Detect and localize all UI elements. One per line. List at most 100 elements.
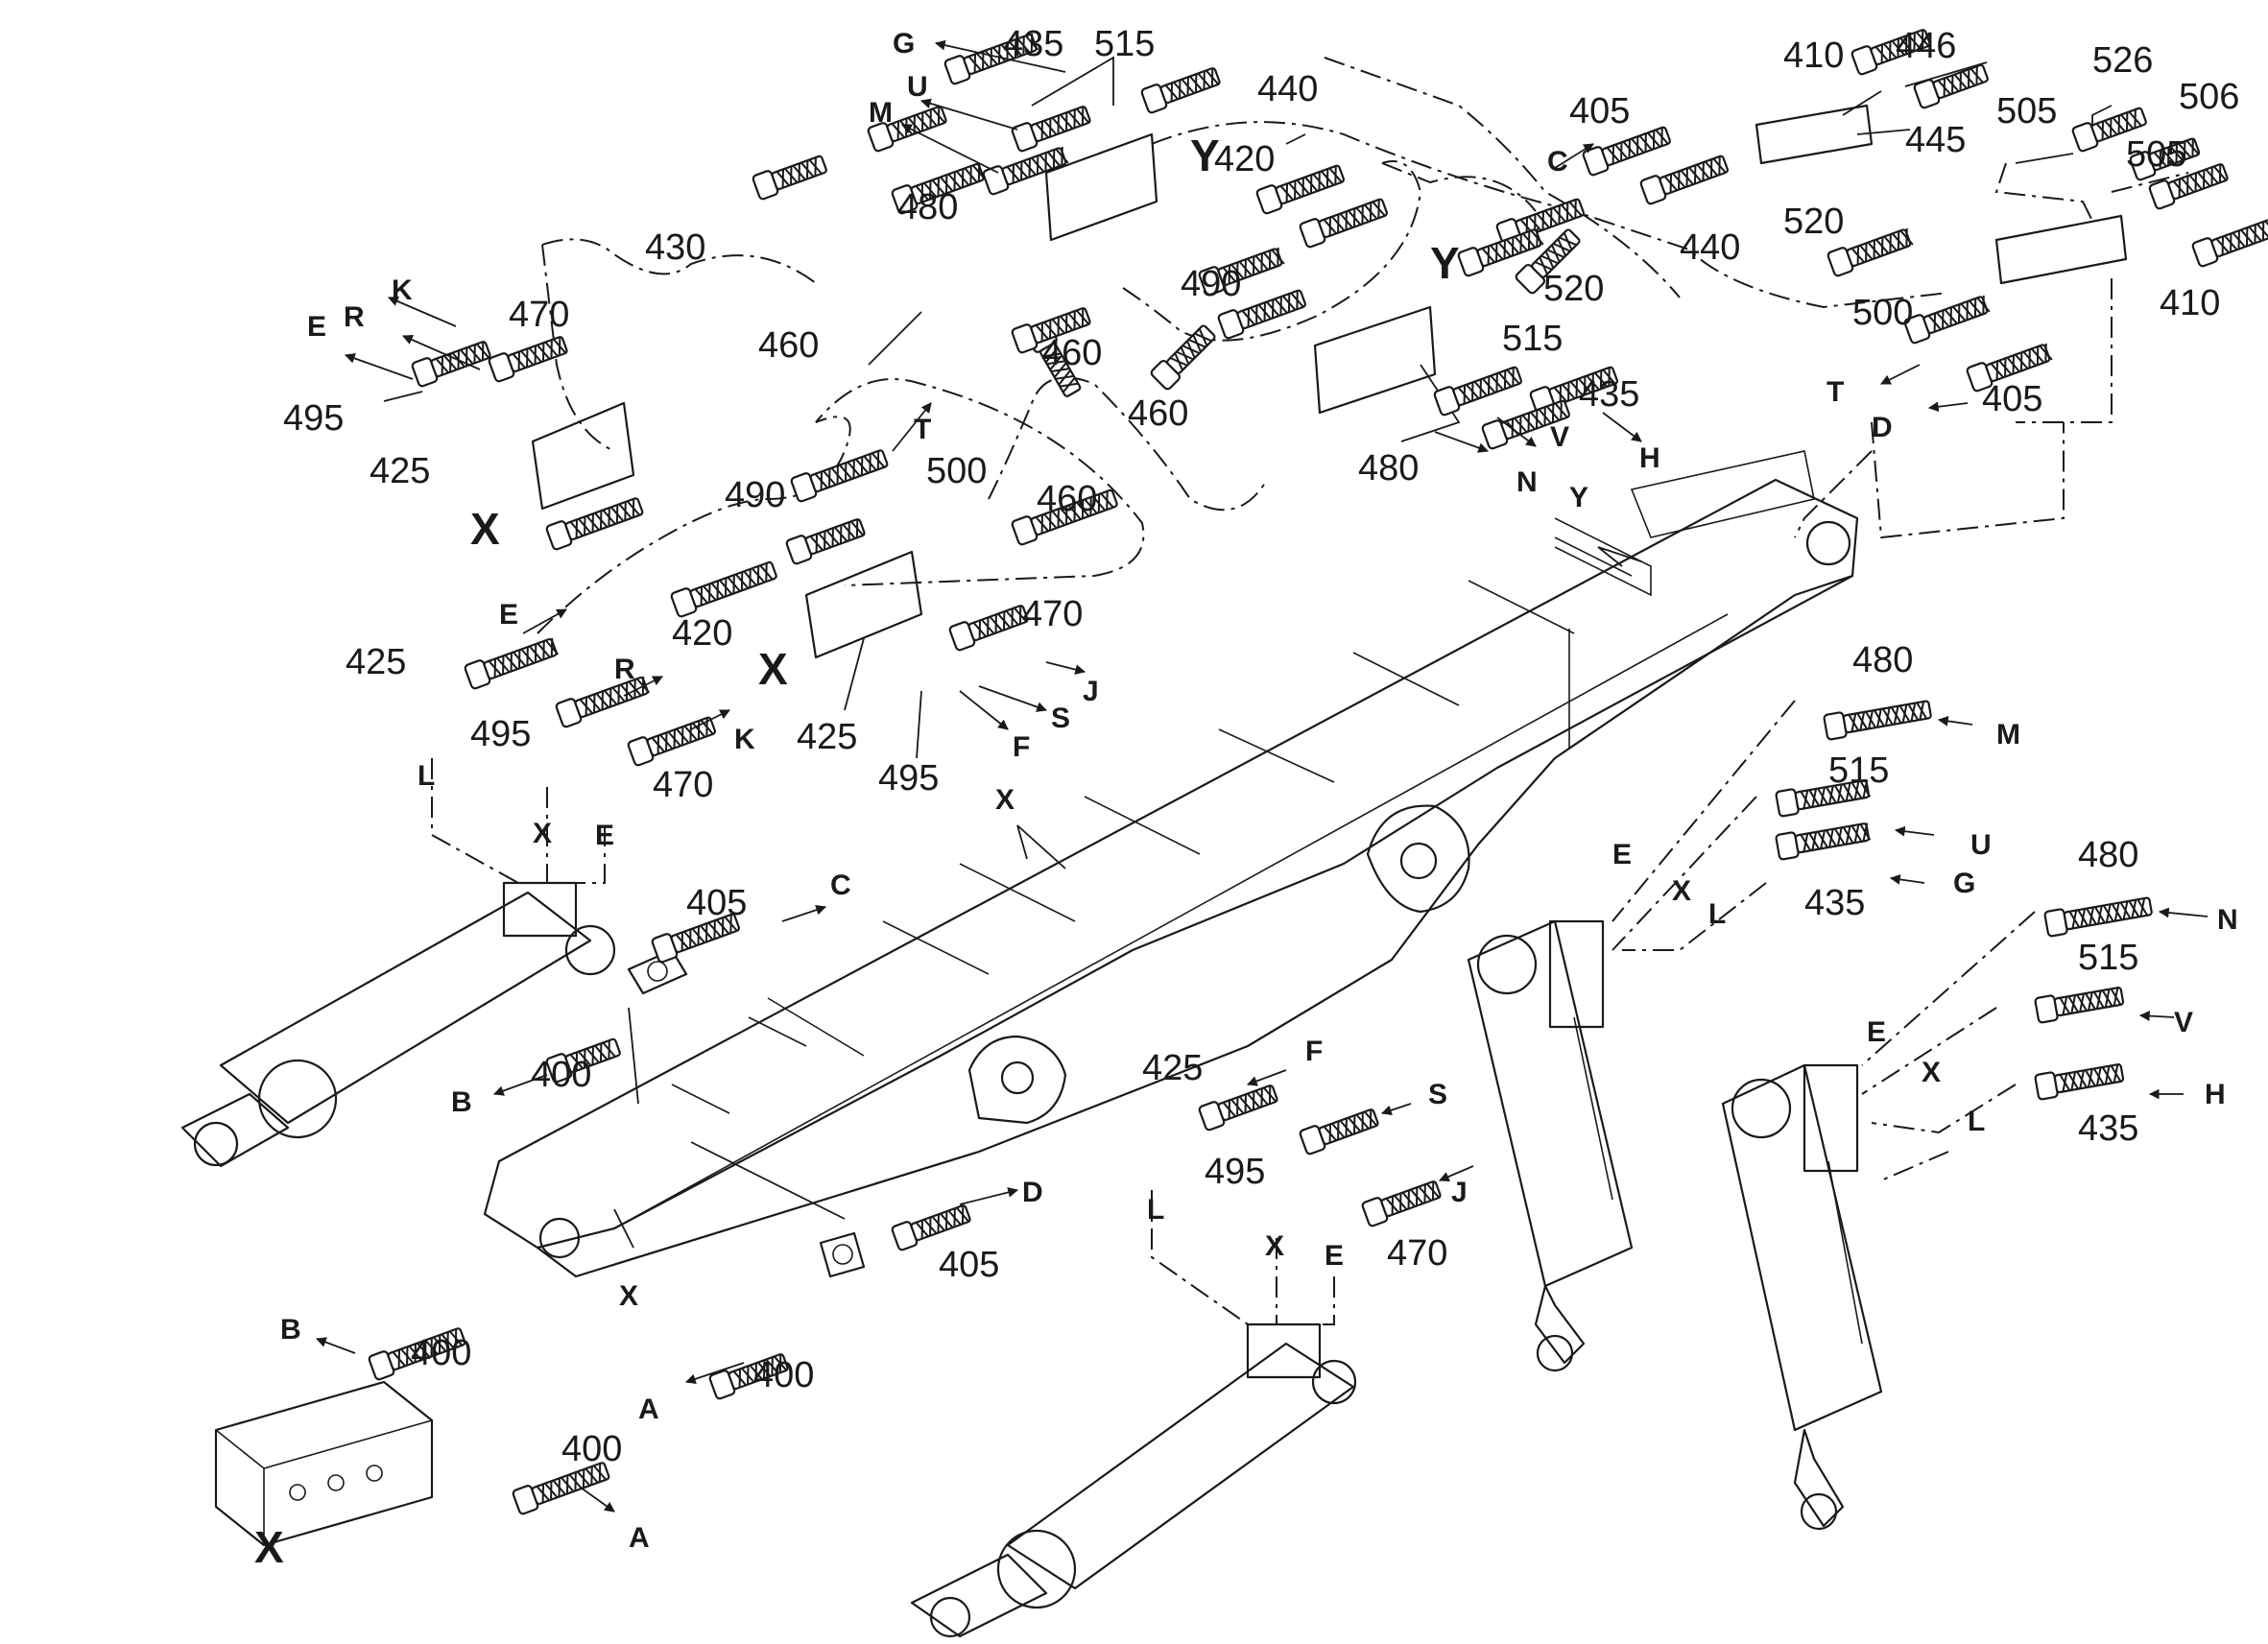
part-number: 515 [2078,938,2138,978]
part-number: 460 [1128,393,1188,434]
port-letter: D [1872,412,1893,443]
group-marker: Y [1569,482,1588,513]
part-number: 446 [1896,26,1956,66]
part-number: 425 [797,717,857,757]
group-marker: X [1265,1230,1284,1262]
port-letter: K [734,724,755,755]
port-letter: E [1612,839,1632,870]
port-letter: L [1968,1106,1985,1137]
braided-hydraulic-hose-icon [1903,295,1991,345]
part-number: 470 [1022,594,1083,634]
part-number: 400 [411,1333,471,1373]
group-marker: X [619,1280,638,1312]
port-letter: R [344,301,365,333]
braided-hydraulic-hose-icon [1433,366,1522,417]
port-letter: T [914,414,931,445]
group-label: X [758,644,788,694]
braided-hydraulic-hose-icon [2043,896,2153,938]
left-arm-cylinder [180,881,616,1168]
port-letter: E [307,311,326,343]
braided-hydraulic-hose-icon [891,1204,971,1251]
port-letter: M [869,97,893,129]
port-letter: L [1147,1194,1164,1226]
part-number: 470 [509,295,569,335]
braided-hydraulic-hose-icon [1775,822,1872,861]
port-letter: F [1305,1036,1323,1067]
part-number: 506 [2179,77,2239,117]
braided-hydraulic-hose-icon [1011,307,1091,354]
port-letter: J [1451,1177,1468,1208]
part-number: 440 [1257,69,1318,109]
part-number: 480 [1358,448,1419,488]
group-label: Y [1430,238,1460,288]
braided-hydraulic-hose-icon [2148,163,2229,210]
part-number: 495 [470,714,531,754]
braided-hydraulic-hose-icon [1299,198,1388,249]
routing-lines [431,57,2189,1325]
braided-hydraulic-hose-icon [1299,1108,1379,1156]
port-letter: L [418,760,435,792]
boom-structure [483,478,1859,1278]
part-number: 490 [1181,264,1241,304]
port-letter: A [629,1522,650,1554]
port-letter: A [638,1394,659,1425]
braided-hydraulic-hose-icon [1150,324,1216,391]
port-letter: L [1708,898,1726,930]
braided-hydraulic-hose-icon [1457,227,1544,277]
braided-hydraulic-hose-icon [1011,106,1091,153]
braided-hydraulic-hose-icon [891,162,987,215]
braided-hydraulic-hose-icon [943,33,1039,85]
braided-hydraulic-hose-icon [790,449,889,503]
part-number: 470 [1387,1233,1447,1274]
braided-hydraulic-hose-icon [555,676,651,728]
group-marker: X [995,784,1015,816]
braided-hydraulic-hose-icon [948,605,1029,652]
braided-hydraulic-hose-icon [1966,343,2053,393]
part-number: 480 [1852,640,1913,680]
braided-hydraulic-hose-icon [411,341,491,388]
braided-hydraulic-hose-icon [670,560,777,618]
part-number: 495 [1205,1152,1265,1192]
part-number: 425 [370,451,430,491]
part-number: 500 [1852,293,1913,333]
part-number: 460 [1037,479,1097,519]
part-number: 405 [686,883,747,923]
braided-hydraulic-hose-icon [1198,247,1285,297]
port-letter: K [392,274,413,306]
braided-hydraulic-hose-icon [1913,63,1989,109]
bulkhead-fittings [627,948,866,1278]
part-number: 410 [1783,36,1844,76]
port-letter: D [1022,1177,1043,1208]
part-number: 425 [1142,1048,1203,1088]
braided-hydraulic-hose-icon [1582,126,1671,177]
port-letter: V [2174,1007,2193,1038]
part-number: 495 [878,758,939,798]
group-label: X [470,504,500,554]
port-letter: N [2217,904,2238,936]
part-number: 435 [2078,1108,2138,1149]
flow-arrows [315,39,2208,1513]
braided-hydraulic-hose-icon [464,637,560,690]
port-letter: N [1516,466,1538,498]
port-letter: B [280,1314,301,1346]
part-number: 440 [1680,227,1740,268]
braided-hydraulic-hose-icon [2191,219,2268,268]
group-marker: X [1922,1057,1941,1088]
part-number: 480 [897,187,958,227]
braided-hydraulic-hose-icon [2034,1063,2125,1101]
port-letter: S [1428,1079,1447,1110]
braided-hydraulic-hose-icon [1361,1180,1442,1227]
part-number: 460 [758,325,819,366]
braided-hydraulic-hose-icon [488,336,568,383]
group-marker: X [533,818,552,849]
braided-hydraulic-hose-icon [708,1353,789,1400]
boom-end-bracket [1554,450,1815,597]
part-number: 420 [672,613,732,654]
braided-hydraulic-hose-icon [1011,488,1118,546]
braided-hydraulic-hose-icon [512,1462,610,1515]
part-number: 445 [1905,120,1966,160]
vertical-cylinder-1 [1467,919,1634,1372]
braided-hydraulic-hose-icon [1775,779,1872,818]
part-number: 405 [1982,379,2042,419]
